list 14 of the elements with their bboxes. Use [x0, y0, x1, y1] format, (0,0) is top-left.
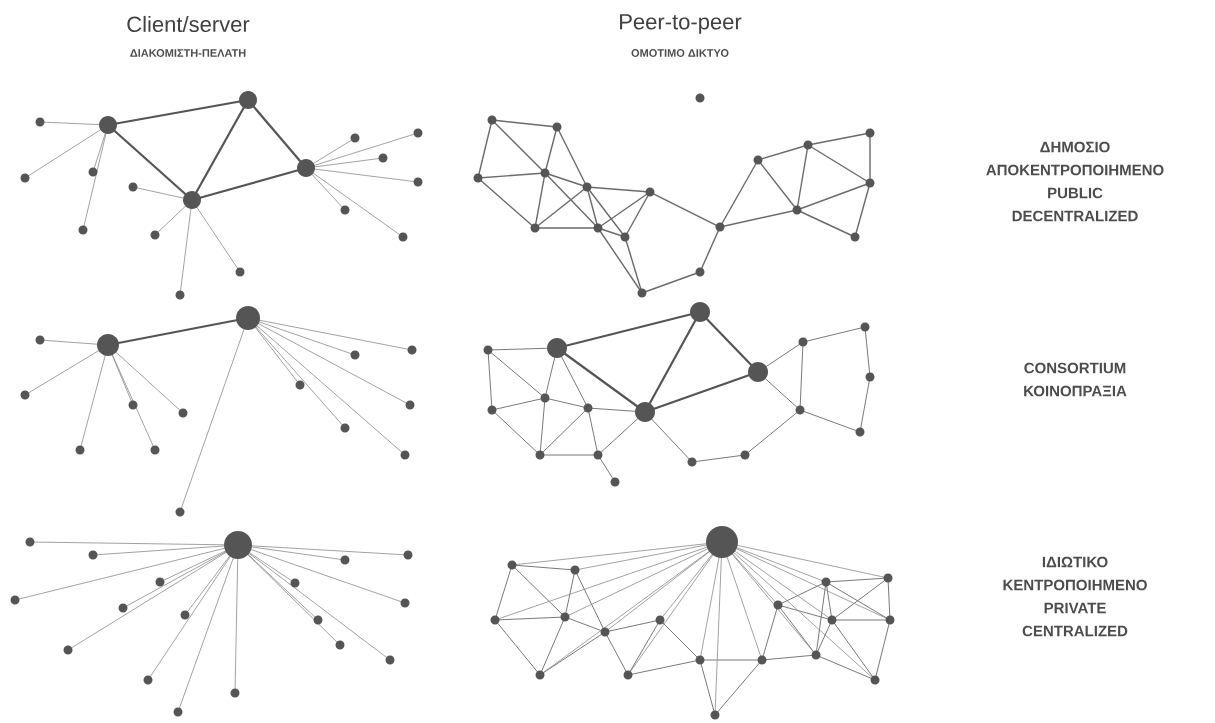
row-label: PRIVATE — [1044, 602, 1106, 614]
column-subheading: ΟΜΟΤΙΜΟ ΔΙΚΤΥΟ — [631, 49, 729, 57]
row-label: CENTRALIZED — [1022, 625, 1128, 637]
column-heading: Client/server — [127, 15, 250, 33]
row-label: PUBLIC — [1048, 187, 1103, 199]
column-subheading: ΔΙΑΚΟΜΙΣΤΗ-ΠΕΛΑΤΗ — [130, 49, 246, 57]
row-label: ΚΟΙΝΟΠΡΑΞΙΑ — [1024, 385, 1127, 397]
row-label: ΚΕΝΤΡΟΠΟΙΗΜΕΝΟ — [1003, 579, 1147, 591]
row-label: CONSORTIUM — [1024, 362, 1126, 374]
row-label: ΑΠΟΚΕΝΤΡΟΠΟΙΗΜΕΝΟ — [986, 164, 1164, 176]
row-label: DECENTRALIZED — [1012, 210, 1138, 222]
row-label: ΙΔΙΩΤΙΚΟ — [1042, 556, 1108, 568]
row-label: ΔΗΜΟΣΙΟ — [1040, 141, 1110, 153]
column-heading: Peer-to-peer — [620, 14, 742, 34]
